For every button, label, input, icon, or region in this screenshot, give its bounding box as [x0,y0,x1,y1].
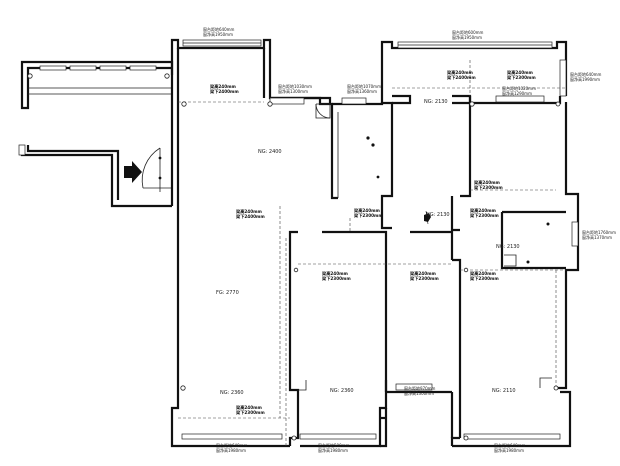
window-note: 窗净高1990mm [570,76,600,82]
right-inner-walls [380,94,579,270]
bedroom-walls [288,230,552,448]
room-label-ng-2130-mid: NG: 2130 [426,212,450,218]
beam-note: 梁高240mm [446,69,473,76]
beam-note: 梁高240mm [469,270,496,277]
window-note: 窗台距地640mm [216,442,248,448]
beam-note: 梁高240mm [235,404,262,411]
window-note: 窗台距地640mm [494,442,526,448]
window-note: 窗净高1300mm [404,390,434,396]
beam-note: 梁高240mm [409,270,436,277]
room-label-fg-2770: FG: 2770 [216,290,239,296]
beam-note: 梁下2300mm [235,409,265,416]
window-note: 窗台距地1070mm [347,83,381,89]
window-note: 窗净高1290mm [502,90,532,96]
window-note: 窗净高1980mm [494,447,524,453]
beam-note: 梁高240mm [473,179,500,186]
window-note: 窗台距地600mm [452,29,484,35]
window-note: 窗净高1370mm [582,234,612,240]
beam-note: 梁下2400mm [235,213,265,220]
beam-note: 梁下2400mm [209,88,239,95]
beam-note: 梁下2300mm [506,74,536,81]
room-label-ng-2110: NG: 2110 [492,388,516,394]
window-note: 窗净高1980mm [318,447,348,453]
beam-notes: 梁高240mm 梁下2400mm 梁高240mm 梁下2400mm 梁高240m… [209,69,536,416]
room-label-ng-2360-mid: NG: 2360 [330,388,354,394]
window-note: 窗台距地970mm [404,385,436,391]
room-label-ng-2360-left: NG: 2360 [220,390,244,396]
window-note: 窗台距地1030mm [278,83,312,89]
window-note: 窗净高1360mm [347,88,377,94]
window-note: 窗净高1980mm [216,447,246,453]
room-label-ng-2130-right: NG: 2130 [496,244,520,250]
entry-arrow-icon [124,161,142,183]
beam-note: 梁下2300mm [473,184,503,191]
room-label-ng-2130-top: NG: 2130 [424,99,448,105]
beam-note: 梁下2400mm [446,74,476,81]
window-note: 窗台距地500mm [318,442,350,448]
kitchen-area [269,96,394,200]
beam-note: 梁高240mm [209,83,236,90]
beam-note: 梁高240mm [235,208,262,215]
beam-note: 梁高240mm [321,270,348,277]
window-note: 窗台距地1760mm [582,229,616,235]
beam-note: 梁下2300mm [469,275,499,282]
window-note: 窗台距地640mm [203,26,235,32]
room-label-ng-2400: NG: 2400 [258,149,282,155]
window-note: 窗净高1300mm [278,88,308,94]
beam-note: 梁下2300mm [409,275,439,282]
window-notes: 窗台距地640mm 窗净高1950mm 窗台距地600mm 窗净高1950mm … [203,26,616,453]
drain-icon [424,210,431,225]
window-note: 窗净高1950mm [203,31,233,37]
beam-note: 梁下2300mm [469,212,499,219]
beam-note: 梁高240mm [353,207,380,214]
window-note: 窗台距地640mm [570,71,602,77]
beam-note: 梁高240mm [506,69,533,76]
beam-note: 梁下2300mm [321,275,351,282]
beam-note: 梁高240mm [469,207,496,214]
beam-note: 梁下2300mm [353,212,383,219]
beam-lines [178,60,566,446]
window-note: 窗台距地1020mm [502,85,536,91]
balcony-left [18,60,174,208]
window-note: 窗净高1950mm [452,34,482,40]
entry-door [141,147,172,192]
